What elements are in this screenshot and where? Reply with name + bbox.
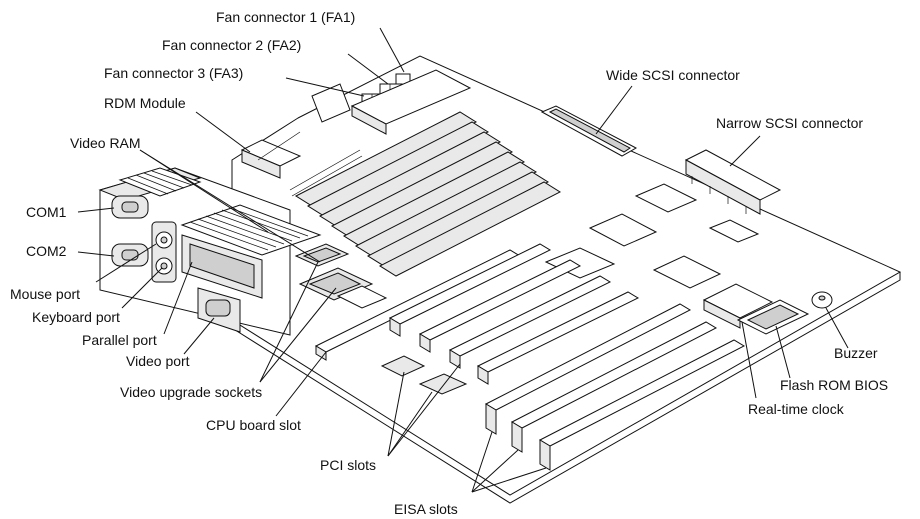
flash-rom-bios	[736, 299, 810, 335]
narrow-scsi-connector	[684, 149, 782, 215]
memory-slots	[294, 111, 562, 277]
label-com2: COM2	[26, 243, 67, 259]
cpu-socket	[350, 69, 472, 135]
label-video-port: Video port	[126, 353, 190, 369]
eisa-slots	[484, 303, 746, 471]
label-mouse-port: Mouse port	[10, 286, 80, 302]
video-ram-block	[180, 204, 322, 256]
pci-chips	[380, 355, 468, 395]
label-pci-slots: PCI slots	[320, 457, 376, 473]
label-video-ram: Video RAM	[70, 135, 141, 151]
buzzer	[811, 291, 833, 309]
label-fan-connector-1: Fan connector 1 (FA1)	[216, 9, 355, 25]
board-chips	[336, 183, 760, 309]
video-port-connector	[197, 287, 241, 333]
wide-scsi-connector	[540, 105, 638, 157]
label-com1: COM1	[26, 204, 67, 220]
label-eisa-slots: EISA slots	[394, 501, 458, 517]
leader-lines	[77, 27, 849, 493]
label-parallel-port: Parallel port	[82, 332, 157, 348]
pin-headers	[257, 131, 363, 197]
label-buzzer: Buzzer	[834, 345, 878, 361]
label-real-time-clock: Real-time clock	[748, 401, 845, 417]
pci-slots	[388, 243, 640, 385]
label-cpu-board-slot: CPU board slot	[206, 417, 301, 433]
rdm-module	[240, 83, 351, 179]
label-fan-connector-2: Fan connector 2 (FA2)	[162, 37, 301, 53]
com2-connector	[111, 243, 149, 267]
label-keyboard-port: Keyboard port	[32, 309, 120, 325]
label-rdm-module: RDM Module	[104, 95, 186, 111]
label-fan-connector-3: Fan connector 3 (FA3)	[104, 65, 243, 81]
real-time-clock	[702, 283, 774, 329]
video-upgrade-sockets	[294, 243, 374, 301]
label-narrow-scsi-connector: Narrow SCSI connector	[716, 115, 863, 131]
label-flash-rom-bios: Flash ROM BIOS	[780, 377, 888, 393]
label-video-upgrade-sockets: Video upgrade sockets	[120, 384, 262, 400]
mouse-keyboard-ports	[151, 221, 177, 283]
parallel-port-connector	[181, 234, 263, 299]
label-wide-scsi-connector: Wide SCSI connector	[606, 67, 740, 83]
